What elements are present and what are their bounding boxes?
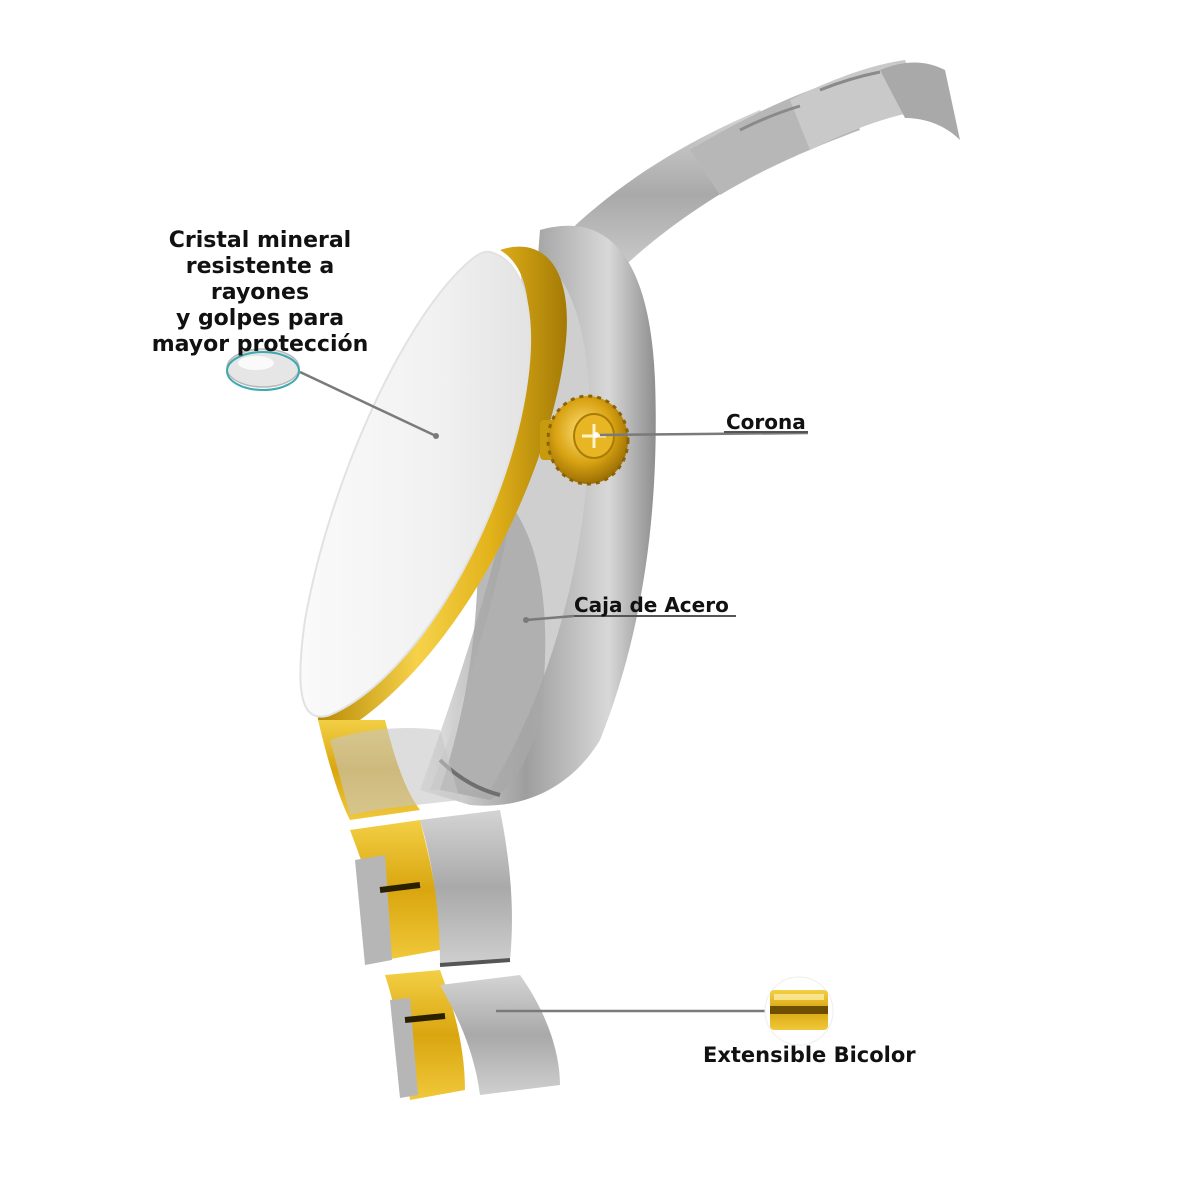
crystal-line-3: y golpes para bbox=[175, 306, 345, 331]
gold-bezel bbox=[317, 246, 567, 731]
crown-callout-label: Corona bbox=[726, 410, 806, 434]
crystal-line-1: Cristal mineral bbox=[168, 228, 352, 253]
bracelet-callout-label: Extensible Bicolor bbox=[703, 1043, 916, 1067]
upper-bracelet bbox=[560, 60, 960, 280]
lower-bracelet bbox=[318, 720, 560, 1100]
leader-lines bbox=[299, 370, 809, 1013]
crystal-line-4: mayor protección bbox=[151, 332, 369, 357]
gold-link-icon bbox=[764, 976, 834, 1046]
crystal-line-2: resistente a rayones bbox=[185, 254, 335, 305]
crystal-face bbox=[299, 250, 531, 718]
mineral-crystal-icon bbox=[226, 348, 300, 391]
crystal-callout-text: Cristal mineral resistente a rayones y g… bbox=[140, 228, 380, 358]
case-callout-label: Caja de Acero bbox=[574, 593, 729, 617]
